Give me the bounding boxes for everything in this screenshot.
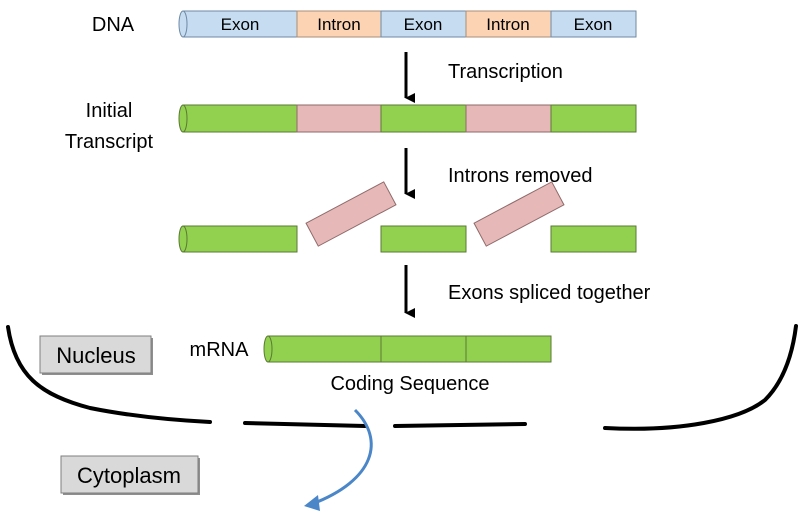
- dna-segment-label: Intron: [317, 15, 360, 34]
- split-exon-1: [182, 225, 298, 253]
- coding-sequence-label: Coding Sequence: [330, 373, 489, 395]
- nuclear-envelope-segment-right: [603, 324, 798, 431]
- mrna-label: mRNA: [190, 339, 250, 361]
- introns-removed-step-label: Introns removed: [448, 165, 593, 187]
- cytoplasm-label-box: Cytoplasm: [60, 455, 200, 495]
- dna-exon-2: [380, 10, 467, 38]
- mrna-end-cap: [263, 335, 273, 363]
- dna-segment-label: Exon: [574, 15, 613, 34]
- transcription-step-label: Transcription: [448, 61, 563, 83]
- dna-segment-label: Exon: [221, 15, 260, 34]
- exons-spliced-step-label: Exons spliced together: [448, 282, 651, 304]
- mrna-exon-2: [380, 335, 467, 363]
- excised-intron-1: [305, 181, 397, 247]
- dna-exon-1: [182, 10, 298, 38]
- excised-intron-2: [473, 181, 565, 247]
- dna-exon-3: [550, 10, 637, 38]
- transcript-exon-3: [550, 104, 637, 133]
- nuclear-envelope-segment: [393, 422, 527, 428]
- initial-transcript-label-line2: Transcript: [65, 131, 154, 153]
- nucleus-box: [39, 335, 152, 374]
- cytoplasm-label: Cytoplasm: [77, 463, 181, 488]
- initial-transcript: [178, 104, 637, 133]
- cytoplasm-box: [60, 455, 199, 494]
- nucleus-label-box: Nucleus: [39, 335, 153, 375]
- nuclear-envelope: [6, 324, 798, 431]
- transcript-intron-2: [465, 104, 552, 133]
- nuclear-export-arrow: [311, 408, 373, 506]
- nuclear-export-arrowhead: [304, 495, 320, 511]
- dna-strand: Exon Intron Exon Intron Exon: [178, 10, 637, 38]
- split-transcript: [178, 181, 637, 253]
- dna-segment-label: Exon: [404, 15, 443, 34]
- nucleus-label: Nucleus: [56, 343, 135, 368]
- dna-segment-label: Intron: [486, 15, 529, 34]
- split-exon-2: [380, 225, 467, 253]
- transcript-exon-1: [182, 104, 298, 133]
- transcript-intron-1: [296, 104, 382, 133]
- initial-transcript-label-line1: Initial: [86, 100, 133, 122]
- transcript-end-cap: [178, 104, 188, 133]
- dna-end-cap: [178, 10, 188, 38]
- dna-label: DNA: [92, 14, 135, 36]
- nuclear-envelope-segment-left: [6, 325, 212, 424]
- dna-intron-1: [296, 10, 382, 38]
- split-exon-end-cap: [178, 225, 188, 253]
- transcript-exon-2: [380, 104, 467, 133]
- mrna-strand: [263, 335, 552, 363]
- split-exon-3: [550, 225, 637, 253]
- mrna-exon-3: [465, 335, 552, 363]
- mrna-exon-1: [267, 335, 382, 363]
- nuclear-envelope-segment: [243, 421, 367, 428]
